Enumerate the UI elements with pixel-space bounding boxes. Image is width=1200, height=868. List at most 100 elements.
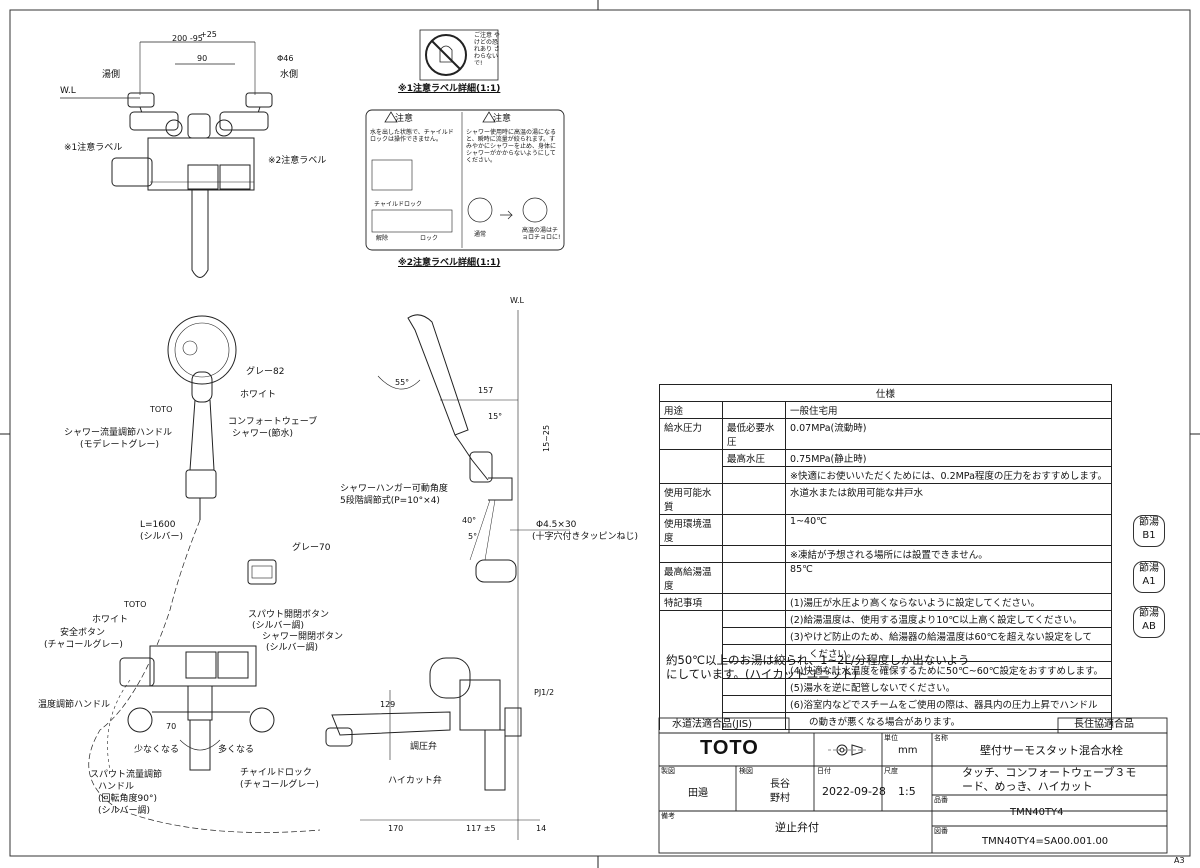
screw-label: Φ4.5×30	[536, 520, 577, 530]
checker-name-1: 長谷	[770, 779, 790, 790]
more-label: 多くなる	[218, 745, 255, 755]
label2-right-text: シャワー使用時に高温の湯になると、瞬時に流量が絞られます。すみやかにシャワーを止…	[466, 129, 557, 164]
side-view-faucet	[325, 657, 540, 821]
product-name-2: タッチ、コンフォートウェーブ３モ	[962, 766, 1137, 779]
spec-key	[658, 466, 724, 484]
drafter-caption: 製図	[661, 767, 675, 775]
choju-label: 長住協適合品	[1074, 719, 1134, 730]
spec-value: (2)給湯温度は、使用する温度より10℃以上高く設定してください。	[785, 610, 1112, 628]
angle-15: 15°	[488, 412, 503, 421]
comfort-wave-label: コンフォートウェーブ	[228, 417, 318, 427]
hose-color: (シルバー)	[140, 532, 184, 542]
safety-button-label: 安全ボタン	[60, 628, 106, 638]
dim-90: 90	[197, 54, 208, 63]
spec-value: 0.07MPa(流動時)	[785, 418, 1112, 450]
normal-word: 通常	[474, 231, 487, 238]
dim-phi46: Φ46	[277, 54, 294, 63]
spec-subkey	[722, 593, 787, 611]
childlock-word: チャイルドロック	[374, 201, 422, 208]
spec-key: 使用可能水質	[658, 483, 724, 515]
hanger-angle-label: シャワーハンガー可動角度	[340, 484, 448, 494]
highcut-note-1: 約50℃以上のお湯は絞られ、1~2L/分程度しか出ないよう	[666, 653, 970, 667]
child-lock-label: チャイルドロック	[240, 768, 312, 778]
front-view-bottom	[107, 645, 275, 771]
side-view-hanger	[377, 310, 570, 840]
checker-name-2: 野村	[770, 793, 790, 804]
spec-row: の動きが悪くなる場合があります。	[658, 712, 1112, 730]
spec-value: 0.75MPa(静止時)	[785, 449, 1112, 467]
dim-plus25: +25	[200, 30, 217, 39]
date-caption: 日付	[817, 767, 831, 775]
spec-row: 特記事項 (1)湯圧が水圧より高くならないように設定してください。	[658, 593, 1112, 611]
scale-value: 1:5	[898, 785, 916, 798]
less-label: 少なくなる	[134, 745, 180, 755]
spec-key	[658, 695, 724, 713]
unit-value: mm	[898, 745, 918, 756]
label1-callout: ※1注意ラベル	[64, 143, 123, 153]
spec-row: (2)給湯温度は、使用する温度より10℃以上高く設定してください。	[658, 610, 1112, 628]
lock-word: ロック	[420, 235, 439, 242]
caution-label-2	[365, 109, 565, 251]
spec-value: 一般住宅用	[785, 401, 1112, 419]
spec-subkey	[722, 695, 787, 713]
code-caption: 品番	[934, 796, 948, 804]
spec-key: 用途	[658, 401, 724, 419]
spec-key: 特記事項	[658, 593, 724, 611]
spec-value: 水道水または飲用可能な井戸水	[785, 483, 1112, 515]
spec-row: 用途 一般住宅用	[658, 401, 1112, 419]
spec-subkey	[722, 562, 787, 594]
spec-subkey	[722, 545, 787, 563]
spout-flow-label-2: ハンドル	[98, 782, 135, 792]
spec-subkey	[722, 712, 787, 730]
spec-value: の動きが悪くなる場合があります。	[785, 712, 1112, 730]
pressure-valve-label: 調圧弁	[410, 742, 438, 752]
spec-value: (6)浴室内などでスチームをご使用の際は、器具内の圧力上昇でハンドル	[785, 695, 1112, 713]
highcut-valve-label: ハイカット弁	[388, 776, 442, 786]
spout-flow-label-4: (シルバー調)	[98, 806, 151, 816]
date-value: 2022-09-28	[822, 785, 886, 798]
hose-length: L=1600	[140, 520, 176, 530]
caution-right: 注意	[493, 114, 512, 124]
spec-subkey	[722, 483, 787, 515]
dim-range: 200 -95	[172, 34, 203, 43]
hanger-step-label: 5段階調節式(P=10°×4)	[340, 496, 440, 506]
product-name-3: ード、めっき、ハイカット	[962, 780, 1093, 793]
spec-subkey	[722, 610, 787, 628]
release-word: 解除	[376, 235, 389, 242]
shower-button-sub: (シルバー調)	[266, 643, 319, 653]
shower-handle-sub: (モデレートグレー)	[80, 440, 160, 450]
spec-value: (1)湯圧が水圧より高くならないように設定してください。	[785, 593, 1112, 611]
spec-subkey	[722, 514, 787, 546]
spout-flow-label: スパウト流量調節	[90, 770, 163, 780]
spec-value: 1~40℃	[785, 514, 1112, 546]
hot-water-word: 高温の湯はチョロチョロに!	[522, 227, 561, 241]
scale-caption: 尺度	[884, 767, 898, 775]
spec-value: 85℃	[785, 562, 1112, 594]
shower-handle-label: シャワー流量調節ハンドル	[64, 428, 173, 438]
angle-40: 40°	[462, 516, 477, 525]
dim-129: 129	[380, 700, 396, 709]
dim-117: 117 ±5	[466, 824, 496, 833]
highcut-note-2: にしています。(ハイカットユニット)	[666, 667, 858, 681]
label2-callout: ※2注意ラベル	[268, 156, 327, 166]
hot-side-label: 湯側	[102, 70, 121, 80]
product-name-1: 壁付サーモスタット混合水栓	[980, 744, 1123, 757]
dim-15-25: 15~25	[542, 424, 551, 452]
dim-14: 14	[536, 824, 547, 833]
white-label-2: ホワイト	[92, 615, 129, 625]
remark-value: 逆止弁付	[775, 821, 819, 834]
spec-row: 使用可能水質 水道水または飲用可能な井戸水	[658, 483, 1112, 515]
label1-text: ご注意 やけどの恐れあり さわらないで!	[474, 32, 500, 67]
gray82-label: グレー82	[246, 367, 285, 377]
spec-title-row: 仕様	[659, 384, 1112, 402]
wl-label-side: W.L	[510, 296, 524, 305]
spec-subkey: 最高水圧	[722, 449, 787, 467]
caution-label-1	[419, 29, 499, 81]
checker-caption: 検図	[739, 767, 753, 775]
temp-handle-label: 温度調節ハンドル	[38, 700, 111, 710]
